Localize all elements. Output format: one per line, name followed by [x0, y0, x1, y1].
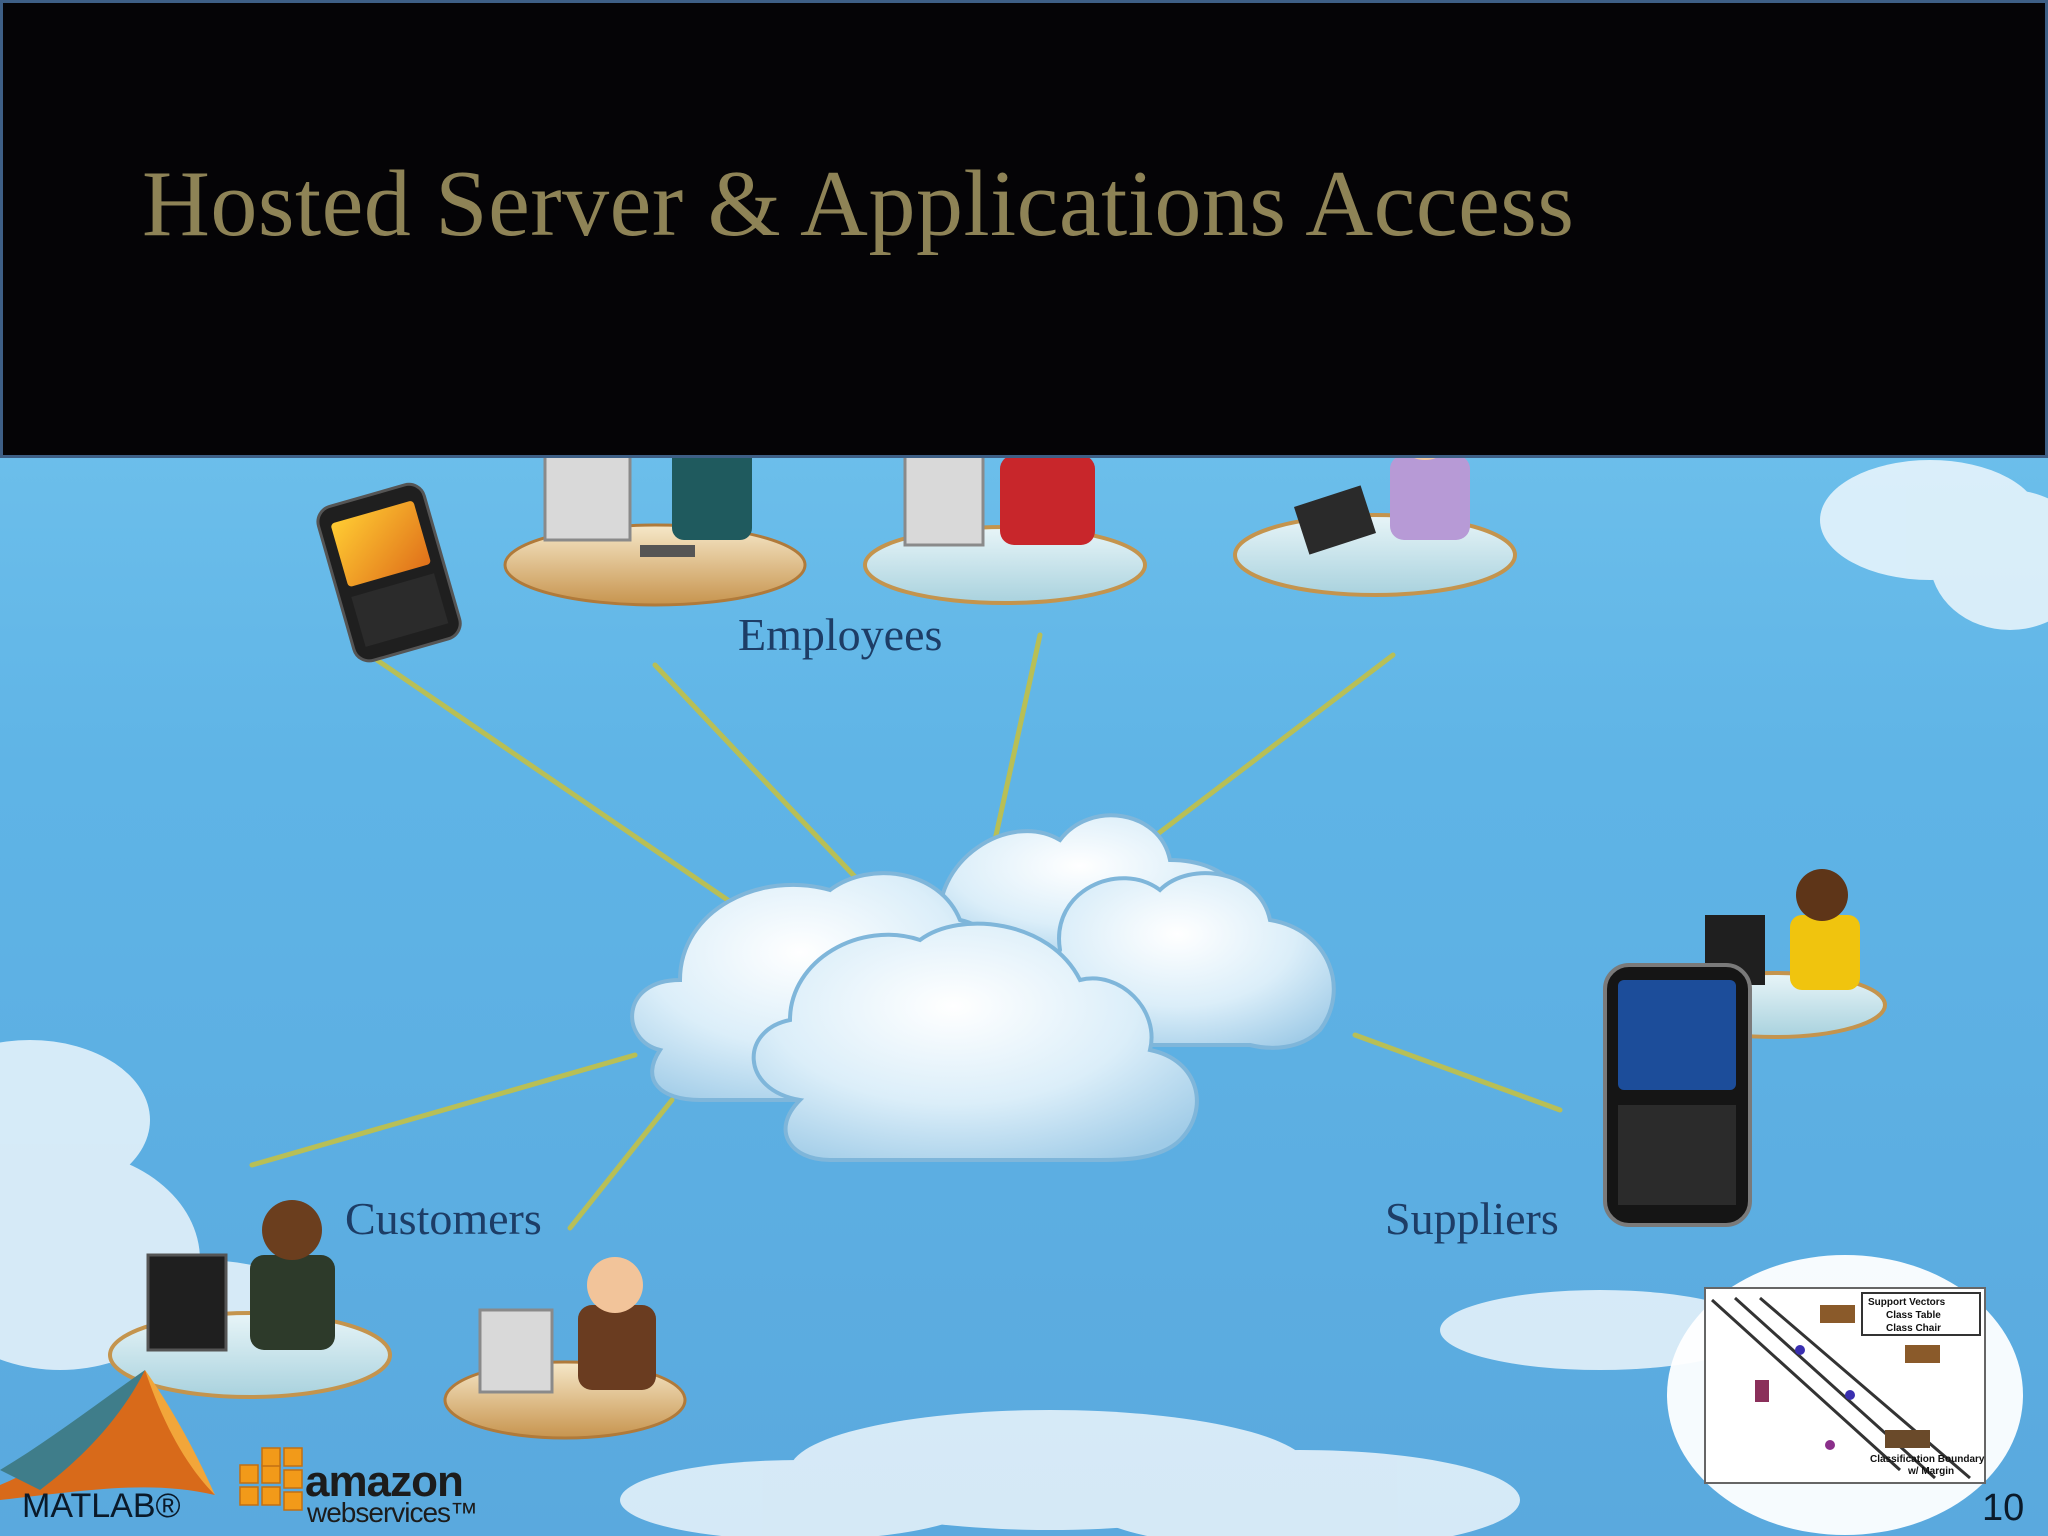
customer-older-man-desk	[443, 1257, 687, 1440]
connector-lines	[249, 632, 1563, 1231]
inset-caption-1: Classification Boundary	[1870, 1454, 1985, 1465]
classification-inset: Support Vectors Class Table Class Chair …	[1667, 1255, 2023, 1535]
label-suppliers: Suppliers	[1385, 1193, 1559, 1244]
aws-logo-cubes	[239, 1447, 303, 1511]
page-number: 10	[1982, 1487, 2025, 1529]
webservices-wordmark: webservices™	[307, 1497, 478, 1528]
label-employees: Employees	[738, 609, 943, 660]
inset-legend-support: Support Vectors	[1868, 1297, 1946, 1308]
label-customers: Customers	[345, 1193, 542, 1244]
inset-legend-table: Class Table	[1886, 1310, 1941, 1321]
customer-man-desk	[108, 1200, 392, 1399]
slide-title: Hosted Server & Applications Access	[142, 152, 1575, 256]
inset-caption-2: w/ Margin	[1907, 1466, 1954, 1477]
cloud-cluster	[630, 813, 1336, 1162]
inset-legend-chair: Class Chair	[1886, 1323, 1941, 1334]
amazon-wordmark: amazon	[305, 1457, 464, 1506]
matlab-logo	[0, 1370, 215, 1500]
supplier-smartphone	[1603, 963, 1752, 1227]
matlab-text: MATLAB®	[22, 1487, 181, 1525]
title-band	[0, 0, 2048, 458]
employee-smartphone	[316, 482, 462, 663]
